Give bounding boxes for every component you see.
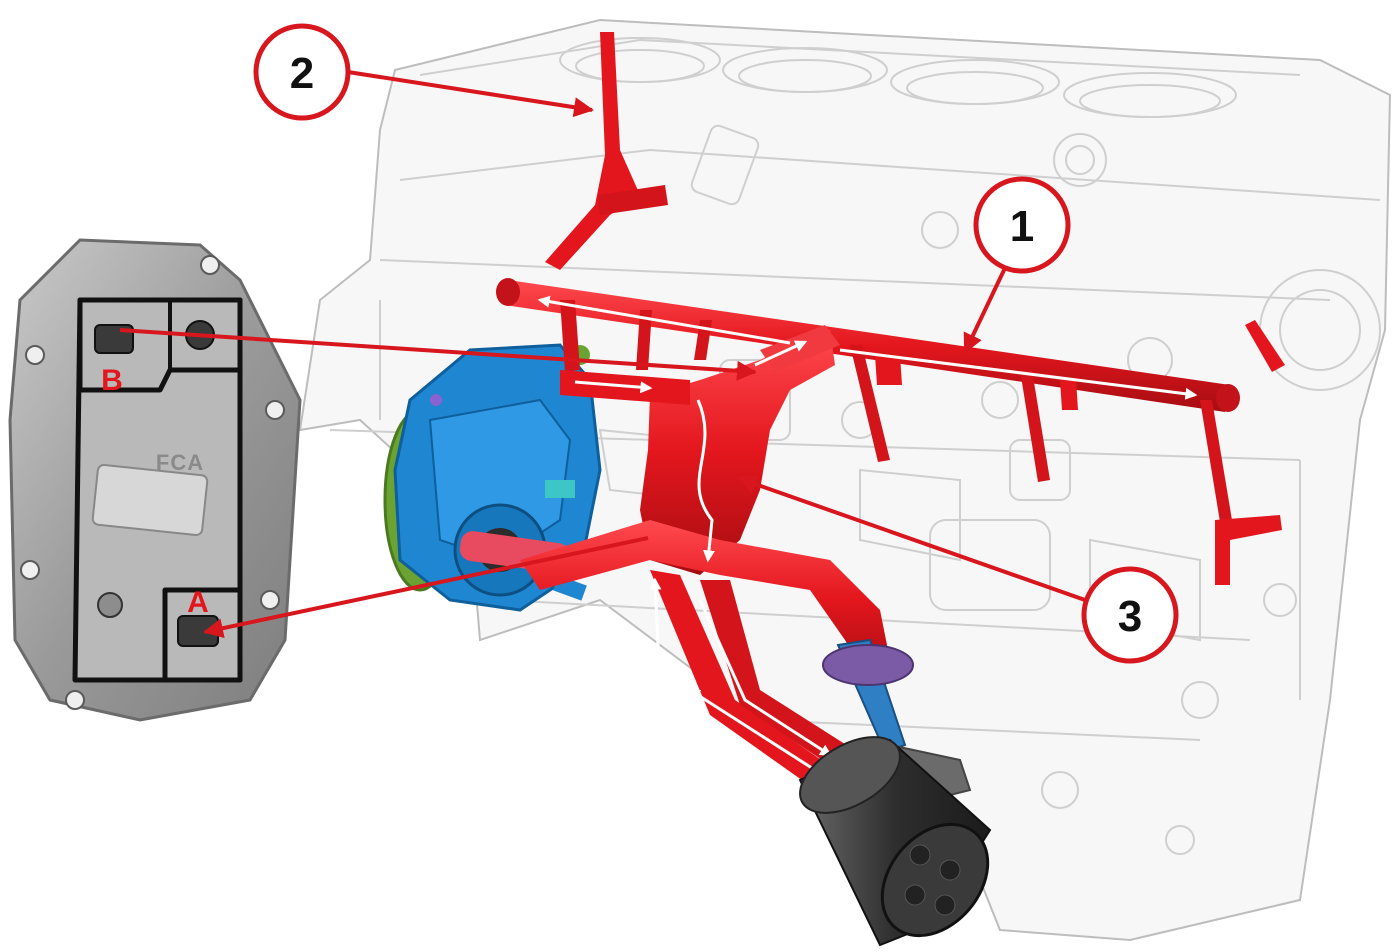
leader-callout-1 [963, 267, 1007, 354]
leader-lines [119, 70, 1086, 639]
callout-2: 2 [253, 23, 351, 121]
svg-text:2: 2 [290, 49, 314, 98]
oil-filter-icon [798, 736, 992, 947]
main-oil-gallery [505, 280, 1230, 412]
svg-text:1: 1 [1010, 202, 1034, 251]
cooler-port-b-label: B [101, 364, 123, 397]
leader-port-a [203, 536, 649, 639]
oil-flow-arrows [537, 295, 1198, 772]
oil-cooler-plate-icon: FCA B A [8, 238, 302, 722]
callout-1: 1 [973, 176, 1071, 274]
leader-callout-2 [347, 70, 594, 118]
leader-callout-3 [736, 474, 1086, 602]
leader-port-b [119, 328, 757, 381]
cooler-port-a-label: A [187, 586, 209, 619]
svg-text:3: 3 [1118, 592, 1142, 641]
callout-3: 3 [1081, 566, 1179, 664]
oil-passage-network [496, 32, 1285, 800]
cooler-logo-text: FCA [156, 450, 204, 475]
